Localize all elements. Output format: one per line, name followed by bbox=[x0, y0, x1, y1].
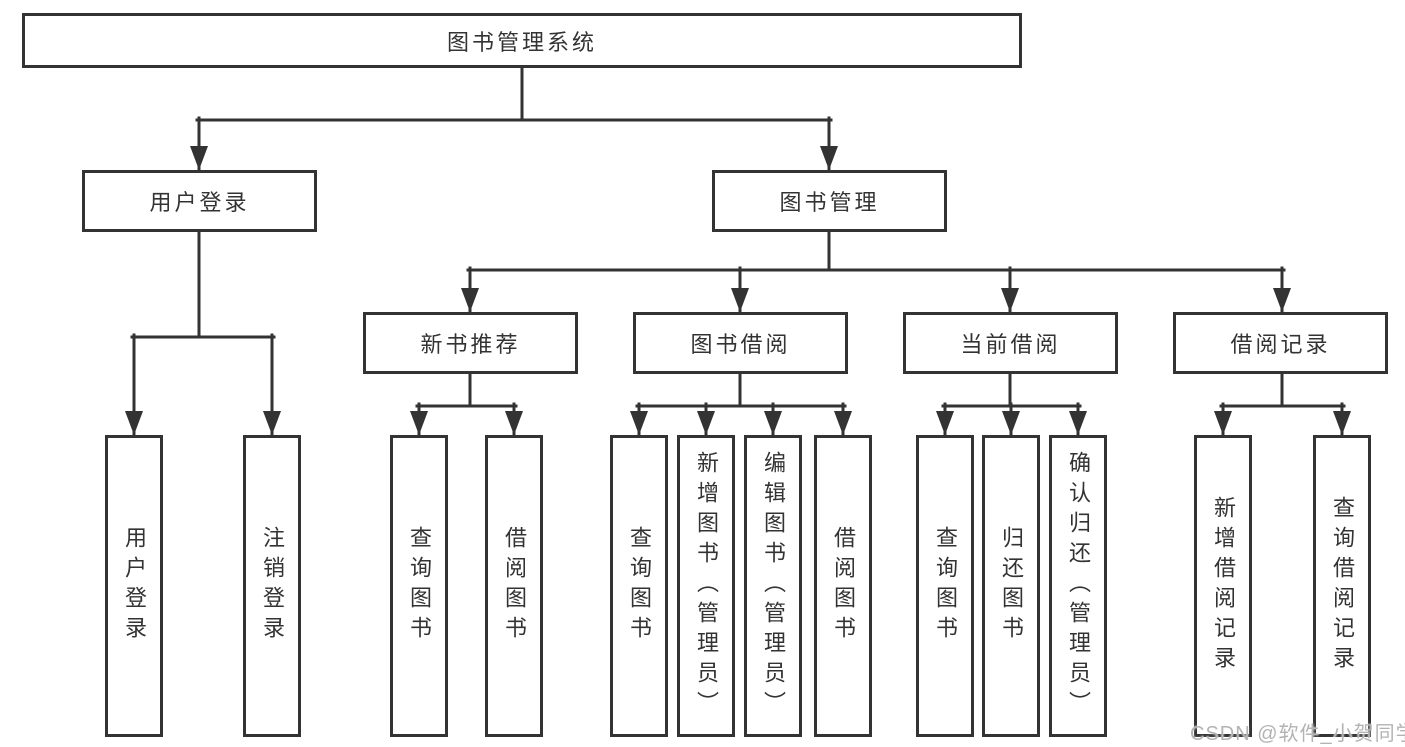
node-label: 图书借阅 bbox=[690, 332, 791, 357]
node-label: 当前借阅 bbox=[960, 332, 1061, 357]
node-label: 图书管理 bbox=[779, 190, 880, 215]
leaf-br-add-borrow-record: 新增借阅记录 bbox=[1194, 435, 1252, 737]
leaf-label: 确认归还（管理员） bbox=[1066, 451, 1091, 721]
leaf-label: 归还图书 bbox=[999, 526, 1024, 646]
leaf-cb-query-books: 查询图书 bbox=[916, 435, 974, 737]
leaf-cb-return-books: 归还图书 bbox=[982, 435, 1040, 737]
leaf-nbr-borrow-books: 借阅图书 bbox=[485, 435, 543, 737]
leaf-label: 借阅图书 bbox=[831, 526, 856, 646]
node-current-borrowing: 当前借阅 bbox=[903, 312, 1118, 374]
node-label: 借阅记录 bbox=[1230, 332, 1331, 357]
leaf-label: 用户登录 bbox=[122, 526, 147, 646]
node-label: 用户登录 bbox=[149, 190, 250, 215]
csdn-watermark: CSDN @软件_小贺同学 bbox=[1190, 723, 1405, 745]
leaf-bb-add-books-admin: 新增图书（管理员） bbox=[677, 435, 735, 737]
leaf-label: 新增图书（管理员） bbox=[694, 451, 719, 721]
leaf-bb-edit-books-admin: 编辑图书（管理员） bbox=[744, 435, 802, 737]
node-library-management-system: 图书管理系统 bbox=[22, 13, 1022, 68]
leaf-label: 编辑图书（管理员） bbox=[761, 451, 786, 721]
leaf-br-query-borrow-record: 查询借阅记录 bbox=[1313, 435, 1371, 737]
node-user-login: 用户登录 bbox=[82, 170, 317, 232]
leaf-cb-confirm-return-admin: 确认归还（管理员） bbox=[1049, 435, 1107, 737]
leaf-nbr-query-books: 查询图书 bbox=[390, 435, 448, 737]
leaf-label: 新增借阅记录 bbox=[1211, 496, 1236, 676]
leaf-label: 注销登录 bbox=[260, 526, 285, 646]
node-label: 新书推荐 bbox=[420, 332, 521, 357]
leaf-label: 查询图书 bbox=[407, 526, 432, 646]
node-book-management: 图书管理 bbox=[712, 170, 947, 232]
leaf-label: 查询图书 bbox=[627, 526, 652, 646]
node-borrowing-records: 借阅记录 bbox=[1173, 312, 1388, 374]
leaf-user-login: 用户登录 bbox=[105, 435, 163, 737]
node-label: 图书管理系统 bbox=[446, 29, 597, 55]
leaf-label: 借阅图书 bbox=[502, 526, 527, 646]
leaf-label: 查询借阅记录 bbox=[1330, 496, 1355, 676]
leaf-label: 查询图书 bbox=[933, 526, 958, 646]
leaf-logout: 注销登录 bbox=[243, 435, 301, 737]
leaf-bb-query-books: 查询图书 bbox=[610, 435, 668, 737]
node-book-borrowing: 图书借阅 bbox=[633, 312, 848, 374]
node-new-book-recommend: 新书推荐 bbox=[363, 312, 578, 374]
leaf-bb-borrow-books: 借阅图书 bbox=[814, 435, 872, 737]
